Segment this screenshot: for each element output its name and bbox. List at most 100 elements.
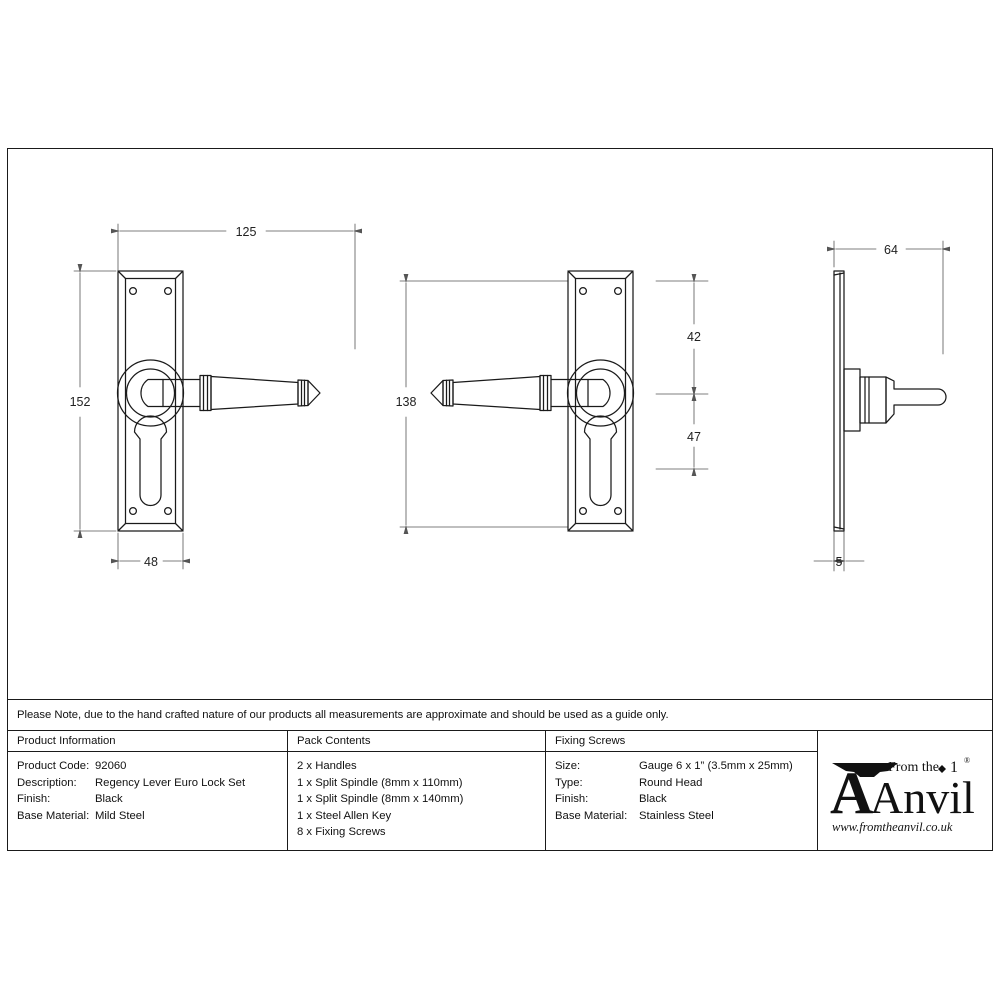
dimension-lever-length [111, 223, 362, 350]
logo-main-text: Anvil [870, 772, 975, 823]
dimension-value-152: 152 [70, 395, 91, 409]
product-information-heading: Product Information [8, 731, 287, 752]
product-information-column: Product Information Product Code: 92060 … [8, 731, 288, 850]
registered-mark-icon: ® [964, 756, 970, 765]
rose-inner [125, 368, 176, 418]
lever-bar [210, 375, 299, 411]
dimension-value-5: 5 [836, 555, 843, 569]
brand-logo: A Anvil From the 1 ® www.fromtheanvil.co… [818, 731, 991, 850]
pack-contents-body: 2 x Handles 1 x Split Spindle (8mm x 110… [288, 752, 545, 841]
lever-end-collar [297, 379, 309, 407]
front-right-handed-view [399, 270, 709, 534]
lever-tip [430, 379, 444, 407]
rose-inner [575, 368, 626, 418]
pack-contents-heading: Pack Contents [288, 731, 545, 752]
description-label: Description: [17, 776, 77, 789]
screw-type-label: Type: [555, 776, 583, 789]
screw-finish-value: Black [639, 793, 667, 806]
product-info-table: Product Information Product Code: 92060 … [7, 731, 993, 851]
logo-letter-a: A [830, 760, 873, 826]
dimension-top-to-spindle-centre [655, 274, 709, 401]
finish-value: Black [95, 793, 123, 806]
dimension-lever-projection [827, 240, 950, 355]
table-row: Size: Gauge 6 x 1” (3.5mm x 25mm) [555, 758, 817, 775]
measurement-note-text: Please Note, due to the hand crafted nat… [17, 709, 669, 721]
base-material-value: Mild Steel [95, 809, 145, 822]
screw-size-value: Gauge 6 x 1” (3.5mm x 25mm) [639, 760, 793, 772]
dimension-spindle-to-keyhole-centre [655, 387, 709, 476]
list-item: 1 x Steel Allen Key [297, 809, 392, 822]
brand-logo-column: A Anvil From the 1 ® www.fromtheanvil.co… [818, 731, 991, 850]
euro-keyhole [133, 415, 168, 507]
finish-label: Finish: [17, 793, 51, 806]
rose-body [859, 376, 887, 424]
euro-keyhole [583, 415, 618, 507]
product-code-label: Product Code: [17, 760, 90, 772]
lever-tip [307, 379, 321, 407]
screw-hole [163, 286, 173, 296]
pack-contents-column: Pack Contents 2 x Handles 1 x Split Spin… [288, 731, 546, 850]
table-row: Description: Regency Lever Euro Lock Set [17, 775, 287, 792]
dimension-value-125: 125 [236, 225, 257, 239]
table-row: Finish: Black [555, 791, 817, 808]
screw-type-value: Round Head [639, 776, 703, 789]
dimension-backplate-width [111, 532, 190, 570]
dimension-value-64: 64 [884, 243, 898, 257]
screw-hole [128, 506, 138, 516]
base-material-label: Base Material: [17, 809, 90, 822]
front-left-handed-view [73, 223, 362, 570]
screw-hole [128, 286, 138, 296]
from-the-anvil-logo-svg: A Anvil From the 1 ® www.fromtheanvil.co… [830, 756, 975, 834]
dimension-plate-to-plate-height [399, 274, 569, 534]
screw-hole [578, 286, 588, 296]
screw-base-material-label: Base Material: [555, 809, 628, 822]
anvil-icon [832, 762, 899, 777]
lever-collar [539, 374, 552, 412]
list-item: 2 x Handles [297, 760, 357, 772]
fixing-screws-heading: Fixing Screws [546, 731, 817, 752]
description-value: Regency Lever Euro Lock Set [95, 776, 246, 789]
table-row: Finish: Black [17, 791, 287, 808]
logo-numeral: 1 [950, 759, 958, 776]
table-row: Type: Round Head [555, 775, 817, 792]
table-row: Base Material: Mild Steel [17, 808, 287, 825]
screw-hole [578, 506, 588, 516]
rose-outer [566, 359, 635, 427]
screw-hole [163, 506, 173, 516]
product-code-value: 92060 [95, 760, 127, 772]
product-information-body: Product Code: 92060 Description: Regency… [8, 752, 287, 824]
screw-hole [613, 506, 623, 516]
backplate-bevel [574, 277, 627, 525]
list-item: 8 x Fixing Screws [297, 826, 386, 839]
dimension-value-138: 138 [396, 395, 417, 409]
screw-finish-label: Finish: [555, 793, 589, 806]
measurement-note-row: Please Note, due to the hand crafted nat… [7, 700, 993, 731]
lever-handle [140, 374, 321, 412]
backplate-bevel [124, 277, 177, 525]
screw-hole [613, 286, 623, 296]
backplate-edge [833, 270, 845, 532]
fixing-screws-body: Size: Gauge 6 x 1” (3.5mm x 25mm) Type: … [546, 752, 817, 824]
fixing-screws-column: Fixing Screws Size: Gauge 6 x 1” (3.5mm … [546, 731, 818, 850]
diamond-icon [938, 764, 947, 773]
dimension-labels: 125 152 48 138 42 47 64 5 [70, 225, 898, 569]
product-drawing-svg: 125 152 48 138 42 47 64 5 [70, 223, 950, 572]
side-profile-view [813, 240, 950, 572]
dimension-backplate-height [73, 264, 117, 538]
logo-url-text: www.fromtheanvil.co.uk [832, 820, 953, 834]
screw-size-label: Size: [555, 760, 581, 772]
lever-collar [199, 374, 212, 412]
lever-bar [452, 375, 541, 411]
logo-top-text: From the [888, 760, 939, 775]
list-item: 1 x Split Spindle (8mm x 110mm) [297, 776, 463, 789]
lever-handle [430, 374, 611, 412]
table-row: Product Code: 92060 [17, 758, 287, 775]
drawing-frame: 125 152 48 138 42 47 64 5 [7, 148, 993, 700]
dimension-value-48: 48 [144, 555, 158, 569]
screw-base-material-value: Stainless Steel [639, 809, 714, 822]
rose-boss [843, 368, 861, 432]
lever-end-collar [442, 379, 454, 407]
lever-profile [885, 376, 947, 424]
list-item: 1 x Split Spindle (8mm x 140mm) [297, 793, 464, 806]
